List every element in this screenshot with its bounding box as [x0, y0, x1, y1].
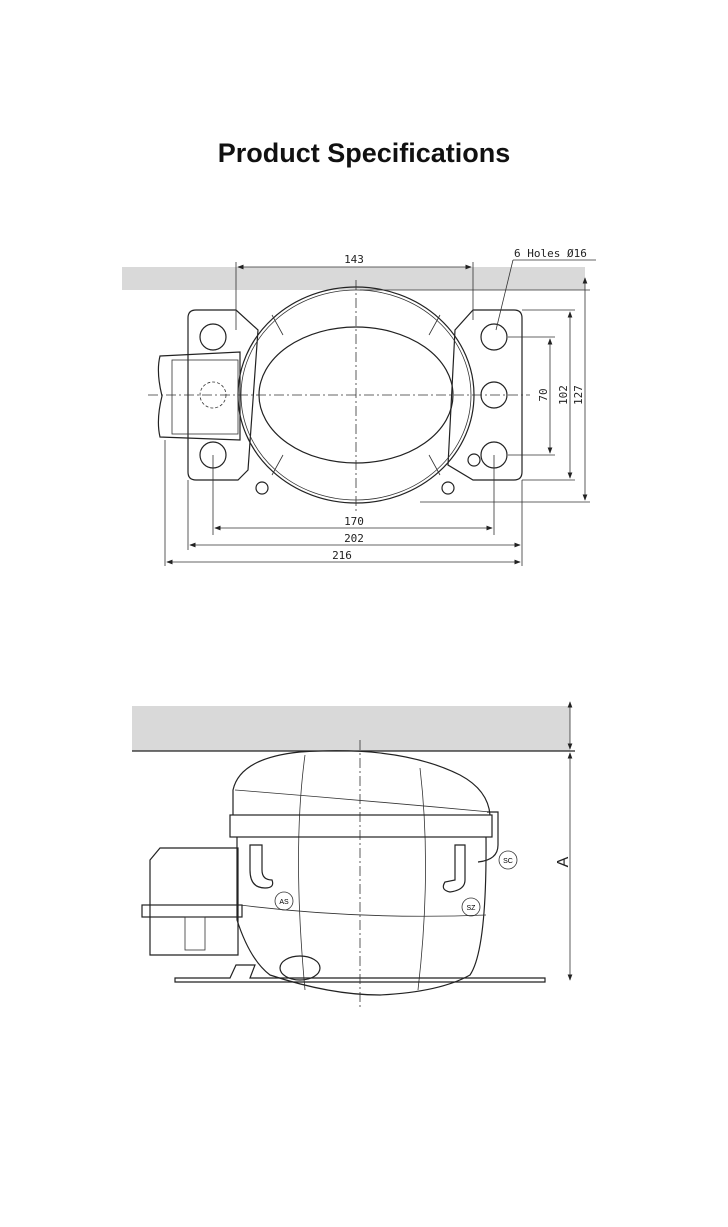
shell-seam-band	[229, 814, 493, 838]
tag-as: AS	[279, 899, 289, 906]
base-plate-right	[447, 309, 523, 481]
dimension-lines	[164, 259, 596, 566]
dim-216: 216	[332, 549, 352, 562]
holes-label: 6 Holes Ø16	[514, 247, 587, 260]
tag-sz: SZ	[467, 905, 477, 912]
mounting-surface-band	[122, 267, 585, 290]
page-title: Product Specifications	[217, 138, 511, 168]
dim-202: 202	[344, 532, 364, 545]
base-plate-left	[187, 309, 259, 481]
compressor-dome	[232, 750, 491, 816]
dim-170: 170	[344, 515, 364, 528]
dim-70: 70	[537, 388, 550, 401]
mounting-surface-band	[132, 706, 570, 751]
terminal-box	[157, 351, 241, 441]
top-view-drawing: 143 6 Holes Ø16 170 202 216 70 102 127	[122, 247, 596, 566]
dim-143: 143	[344, 253, 364, 266]
compressor-body	[236, 836, 487, 996]
terminal-box	[149, 847, 239, 956]
dim-127: 127	[572, 385, 585, 405]
tag-sc: SC	[503, 858, 513, 865]
base-plate	[174, 964, 546, 983]
height-label-a: A	[555, 856, 572, 867]
dim-102: 102	[557, 385, 570, 405]
